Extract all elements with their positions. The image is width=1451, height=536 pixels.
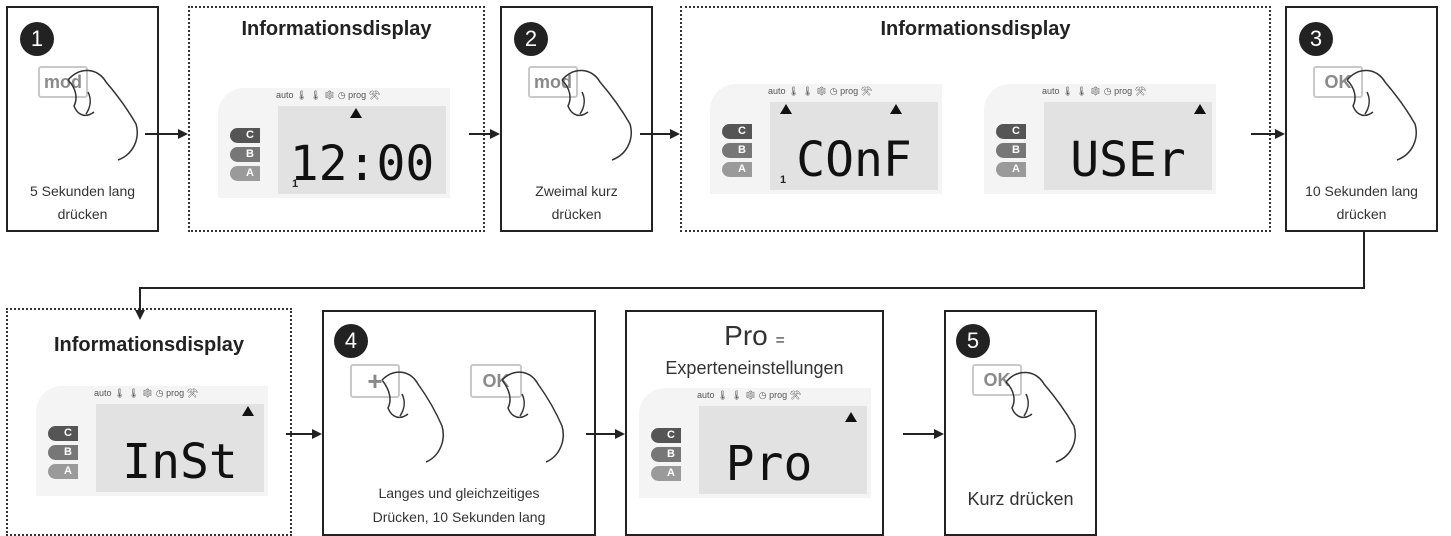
lcd-display-clock: auto 🌡 🌡 ❄ ◷ prog ⚒ 12:00 1 C B A — [218, 88, 450, 198]
plus-button: + — [350, 364, 400, 398]
lcd-display-pro: auto 🌡 🌡 ❄ ◷ prog ⚒ Pro C B A — [639, 388, 871, 498]
info-display-title: Informationsdisplay — [241, 18, 432, 40]
mode-c: C — [651, 428, 681, 443]
lcd-segment-text: 12:00 — [290, 136, 435, 192]
lcd-pointer-arrow — [1194, 104, 1206, 114]
lcd-icon-row: auto 🌡 🌡 ❄ ◷ prog ⚒ — [94, 388, 199, 398]
hand-icon — [1005, 371, 1076, 463]
hand-icon — [1346, 69, 1417, 161]
mode-b: B — [230, 147, 260, 162]
step-number-badge: 5 — [956, 324, 990, 358]
step-caption-line-1: 10 Sekunden lang — [1305, 183, 1418, 199]
svg-text:Pro: Pro — [726, 436, 813, 492]
step-5-box: 5 OK Kurz drücken — [944, 310, 1097, 536]
step-number-badge: 1 — [20, 22, 54, 56]
hand-icon — [561, 69, 632, 161]
mode-c: C — [48, 426, 78, 441]
mode-c: C — [722, 124, 752, 139]
lcd-segment-text: USEr — [1070, 132, 1186, 188]
info-display-box-1: Informationsdisplay auto 🌡 🌡 ❄ ◷ prog ⚒ … — [188, 6, 485, 232]
ok-button: OK — [470, 364, 522, 398]
mode-c: C — [996, 124, 1026, 139]
mode-b: B — [996, 143, 1026, 158]
lcd-display-inst: auto 🌡 🌡 ❄ ◷ prog ⚒ InSt C B A — [36, 386, 268, 496]
info-display-title: Informationsdisplay — [880, 18, 1071, 40]
mode-a: A — [230, 166, 260, 181]
pro-subtitle: Experteneinstellungen — [665, 358, 844, 378]
hand-icon — [381, 371, 444, 463]
pro-title: Pro = — [724, 320, 785, 351]
lcd-segment-text: COnF — [796, 132, 912, 188]
step-caption-line-1: 5 Sekunden lang — [29, 183, 136, 199]
mode-c: C — [230, 128, 260, 143]
info-display-box-2: Informationsdisplay auto 🌡 🌡 ❄ ◷ prog ⚒ … — [680, 6, 1271, 232]
info-display-title: Informationsdisplay — [53, 334, 245, 356]
mode-a: A — [722, 162, 752, 177]
step-caption-line-2: drücken — [551, 206, 602, 222]
step-caption-line-2: Drücken, 10 Sekunden lang — [372, 509, 546, 525]
hand-icon — [67, 69, 138, 161]
arrow-step3-to-info3 — [135, 232, 1365, 320]
ok-button: OK — [972, 364, 1022, 396]
mode-a: A — [996, 162, 1026, 177]
step-number-badge: 2 — [514, 22, 548, 56]
lcd-icon-row: auto 🌡 🌡 ❄ ◷ prog ⚒ — [1042, 86, 1147, 96]
hand-icon — [501, 371, 564, 463]
step-2-box: 2 mod Zweimal kurz drücken — [500, 6, 653, 232]
info-display-box-3: Informationsdisplay auto 🌡 🌡 ❄ ◷ prog ⚒ … — [6, 308, 292, 536]
lcd-pointer-arrow — [780, 104, 792, 114]
lcd-segment-text: Pro — [726, 436, 813, 492]
lcd-icon-row: auto 🌡 🌡 ❄ ◷ prog ⚒ — [768, 86, 873, 96]
lcd-display-user: auto 🌡 🌡 ❄ ◷ prog ⚒ USEr C B A — [984, 84, 1216, 194]
lcd-index: 1 — [780, 174, 787, 186]
step-caption-line-1: Zweimal kurz — [535, 183, 618, 199]
mode-b: B — [722, 143, 752, 158]
lcd-segment-text: InSt — [122, 434, 238, 490]
mode-a: A — [651, 466, 681, 481]
mode-b: B — [651, 447, 681, 462]
lcd-pointer-arrow — [845, 412, 857, 422]
lcd-pointer-arrow — [242, 406, 254, 416]
mode-b: B — [48, 445, 78, 460]
step-number-badge: 4 — [334, 324, 368, 358]
step-4-box: 4 + OK Langes und gleichzeitiges Drücken… — [322, 310, 596, 536]
step-caption-line-2: drücken — [1336, 206, 1387, 222]
step-caption-line-1: Langes und gleichzeitiges — [378, 485, 540, 501]
step-caption-line-1: Kurz drücken — [967, 489, 1074, 509]
step-1-box: 1 mod 5 Sekunden lang drücken — [6, 6, 159, 232]
svg-text:InSt: InSt — [122, 434, 238, 490]
svg-text:USEr: USEr — [1070, 132, 1186, 188]
step-3-box: 3 OK 10 Sekunden lang drücken — [1285, 6, 1438, 232]
pro-box: Pro = Experteneinstellungen auto 🌡 🌡 ❄ ◷… — [625, 310, 884, 536]
lcd-display-conf: auto 🌡 🌡 ❄ ◷ prog ⚒ COnF 1 C B A — [710, 84, 942, 194]
lcd-pointer-arrow — [890, 104, 902, 114]
lcd-index: 1 — [292, 178, 299, 190]
lcd-pointer-arrow — [350, 108, 362, 118]
step-caption-line-2: drücken — [57, 206, 108, 222]
svg-text:12:00: 12:00 — [290, 136, 435, 192]
lcd-icon-row: auto 🌡 🌡 ❄ ◷ prog ⚒ — [697, 390, 802, 400]
lcd-icon-row: auto 🌡 🌡 ❄ ◷ prog ⚒ — [276, 90, 381, 100]
svg-text:COnF: COnF — [796, 132, 912, 188]
step-number-badge: 3 — [1299, 22, 1333, 56]
mode-a: A — [48, 464, 78, 479]
